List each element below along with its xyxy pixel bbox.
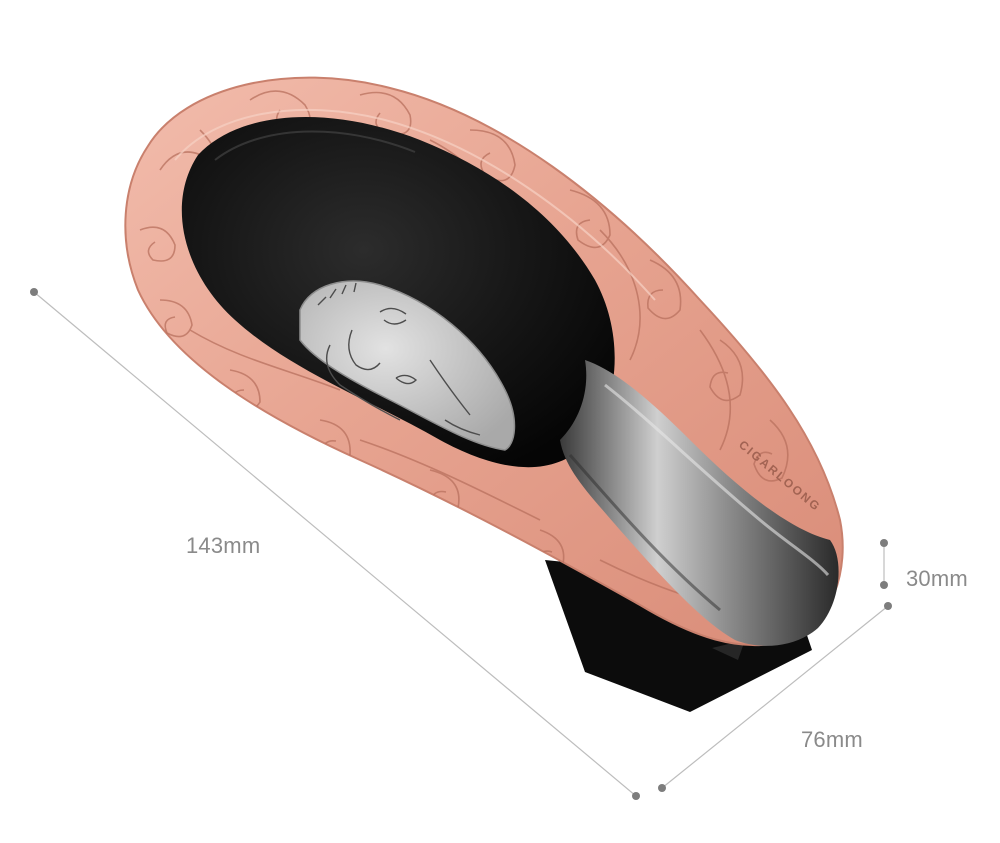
height-top-dot (880, 539, 888, 547)
height-label: 30mm (906, 566, 968, 591)
width-end-dot (884, 602, 892, 610)
engraved-face-lines (317, 282, 481, 436)
length-label: 143mm (186, 533, 261, 558)
length-start-dot (30, 288, 38, 296)
width-start-dot (658, 784, 666, 792)
width-label: 76mm (801, 727, 863, 752)
length-dimension-line (30, 288, 640, 800)
height-bottom-dot (880, 581, 888, 589)
width-dimension-line (658, 602, 892, 792)
cigar-rest-channel (560, 360, 839, 646)
face-medallion (299, 280, 516, 451)
length-end-dot (632, 792, 640, 800)
height-dimension-line (880, 539, 888, 589)
